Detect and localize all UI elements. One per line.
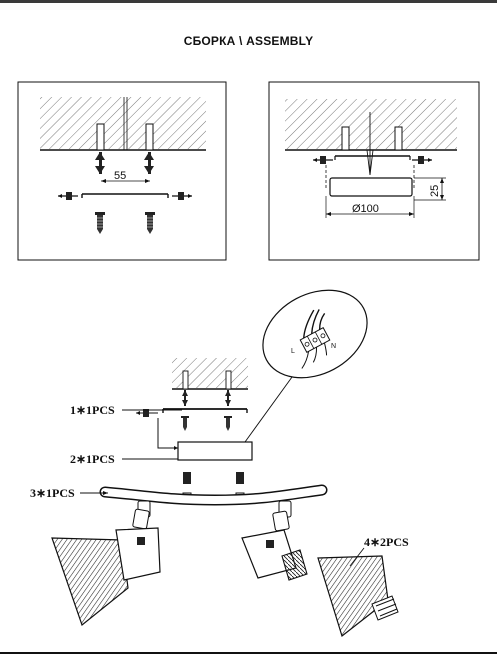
panel-left-mounting-plate: 55 [17,81,227,261]
assembly-exploded-view: L N [30,289,409,638]
terminal-letter: L [291,348,295,355]
wiring-detail-bubble: L N [262,289,368,379]
lamp-shade-left [51,527,161,627]
anchor-icon [95,152,105,174]
part-label-3: 3∗1PCS [30,486,75,500]
part-label-1: 1∗1PCS [70,403,115,417]
dimension-height-25: 25 [429,185,441,197]
page-title: СБОРКА \ ASSEMBLY [183,34,314,48]
side-screw-icon [172,192,192,200]
dimension-55: 55 [114,170,126,182]
bulb-icon [371,595,399,621]
lamp-socket-thread [281,549,308,581]
terminal-letter: N [331,343,336,350]
side-screw-icon [313,156,333,164]
lamp-holder-right [241,529,308,581]
panel-right-canopy: Ø100 25 [268,81,480,261]
screw-icon [145,212,155,234]
side-screw-icon [58,192,78,200]
lamp-shade-detached [317,555,389,638]
side-screw-icon [412,156,432,164]
top-border [0,0,497,3]
part-label-2: 2∗1PCS [70,452,115,466]
dimension-diameter-100: Ø100 [352,203,379,215]
anchor-icon [144,152,154,174]
part-label-4: 4∗2PCS [364,535,409,549]
screw-icon [95,212,105,234]
ceiling-hatch-left [40,97,206,149]
ceiling-hatch-right [285,99,457,149]
canopy [177,441,253,461]
